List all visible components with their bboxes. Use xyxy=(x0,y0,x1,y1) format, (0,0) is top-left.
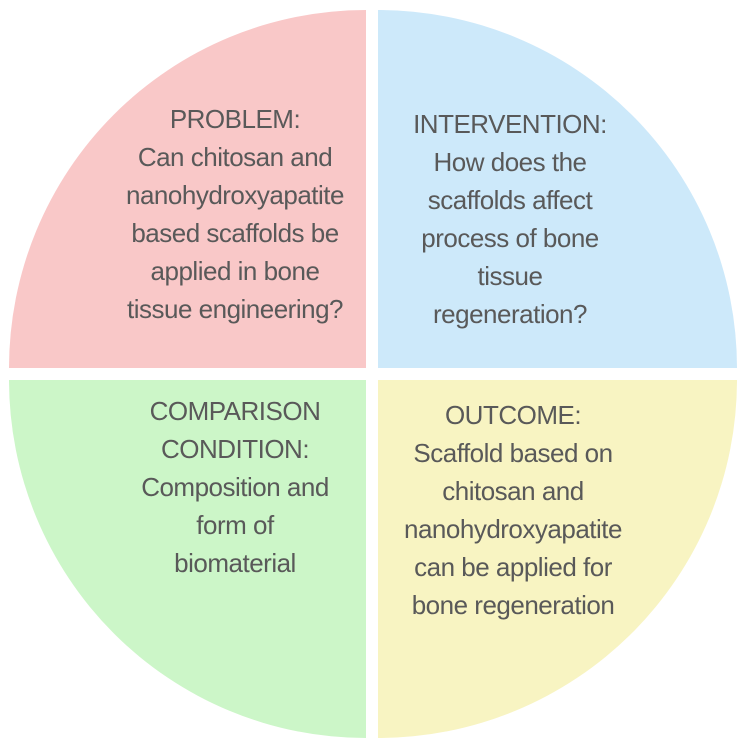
outcome-title: OUTCOME: xyxy=(444,400,582,430)
outcome-line: bone regeneration xyxy=(411,590,615,620)
outcome-line: can be applied for xyxy=(414,552,612,582)
comparison-line: CONDITION: xyxy=(160,434,310,464)
outcome-line: Scaffold based on xyxy=(413,438,613,468)
intervention-line: How does the xyxy=(433,147,587,177)
comparison-line: Composition and xyxy=(141,472,329,502)
intervention-line: scaffolds affect xyxy=(427,185,593,215)
intervention-text-block: INTERVENTION: How does the scaffolds aff… xyxy=(360,105,660,333)
problem-line: tissue engineering? xyxy=(127,294,344,324)
outcome-text-block: OUTCOME: Scaffold based on chitosan and … xyxy=(363,396,663,624)
outcome-line: nanohydroxyapatite xyxy=(404,514,622,544)
intervention-title: INTERVENTION: xyxy=(413,109,607,139)
intervention-line: process of bone xyxy=(421,223,599,253)
intervention-line: tissue xyxy=(477,261,543,291)
problem-title: PROBLEM: xyxy=(169,104,301,134)
comparison-line: form of xyxy=(196,510,274,540)
problem-line: nanohydroxyapatite xyxy=(126,180,344,210)
intervention-line: regeneration? xyxy=(433,299,587,329)
comparison-line: biomaterial xyxy=(174,548,296,578)
problem-line: based scaffolds be xyxy=(131,218,339,248)
comparison-title: COMPARISON xyxy=(149,396,321,426)
problem-line: applied in bone xyxy=(150,256,320,286)
comparison-text-block: COMPARISON CONDITION: Composition and fo… xyxy=(85,392,385,582)
problem-line: Can chitosan and xyxy=(137,142,333,172)
outcome-line: chitosan and xyxy=(442,476,584,506)
problem-text-block: PROBLEM: Can chitosan and nanohydroxyapa… xyxy=(85,100,385,328)
